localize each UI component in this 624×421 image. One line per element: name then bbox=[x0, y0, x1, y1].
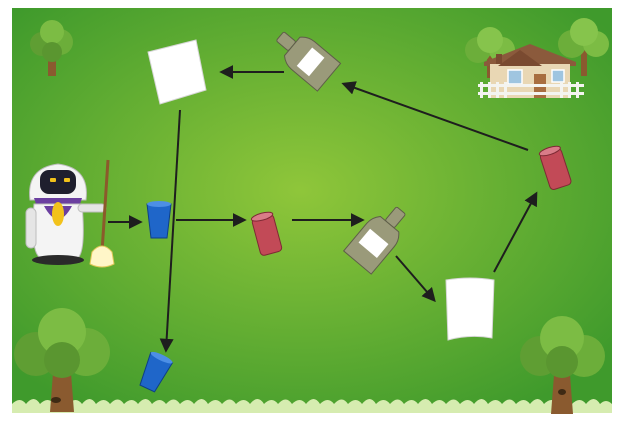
arrow-can-to-bottle-top bbox=[341, 81, 529, 151]
arrow-bottle-to-paper bbox=[395, 255, 436, 303]
house-icon bbox=[478, 44, 584, 98]
bottle-icon bbox=[342, 206, 406, 275]
tree-icon bbox=[14, 308, 110, 412]
arrow-paper-to-cup bbox=[159, 109, 181, 353]
grass-strip bbox=[12, 399, 612, 413]
red-can-icon bbox=[250, 211, 283, 256]
tree-icon bbox=[558, 18, 609, 76]
tree-icon bbox=[30, 20, 73, 76]
arrow-paper-to-can bbox=[493, 191, 538, 273]
paper-sheet-icon bbox=[147, 39, 207, 105]
robot-icon bbox=[25, 163, 107, 265]
blue-cup-icon bbox=[146, 201, 172, 239]
red-can-icon bbox=[538, 145, 572, 190]
bottle-icon bbox=[276, 31, 342, 92]
blue-cup-icon bbox=[139, 351, 174, 393]
paper-sheet-icon bbox=[445, 277, 495, 341]
broom-icon bbox=[89, 159, 115, 268]
tree-icon bbox=[520, 316, 605, 414]
path-arrows bbox=[108, 65, 538, 353]
